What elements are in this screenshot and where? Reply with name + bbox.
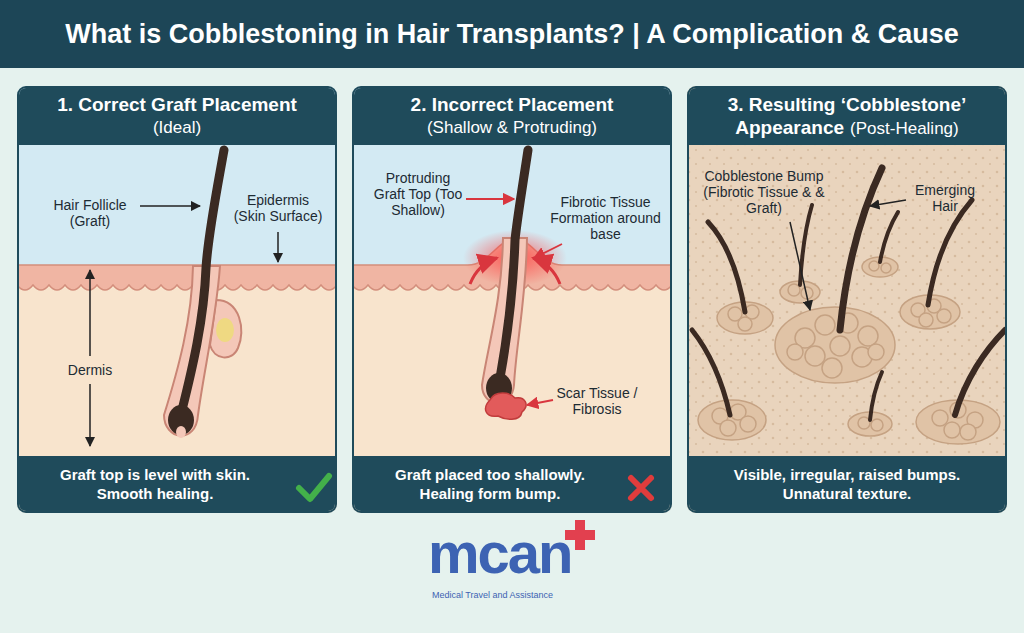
- leader-arrow: [527, 400, 553, 405]
- leader-arrow: [534, 244, 562, 258]
- panel-caption: Graft placed too shallowly. Healing form…: [370, 465, 610, 503]
- leader-arrow: [790, 222, 810, 310]
- logo-text: Medical Travel and Assistance: [432, 590, 602, 601]
- footer-wrap: Graft top is level with skin. Smooth hea…: [35, 465, 319, 503]
- emerging-hair: [870, 372, 882, 420]
- panel-box: 1. Correct Graft Placement(Ideal) Graft t…: [17, 86, 337, 513]
- skin-cross-section: [17, 86, 337, 513]
- cobblestone-bump: [805, 346, 825, 366]
- panel-subtitle: (Post-Healing): [850, 119, 959, 138]
- panel-subtitle: (Ideal): [57, 117, 297, 139]
- emerging-hair: [955, 330, 1005, 415]
- panel-caption: Graft top is level with skin. Smooth hea…: [35, 465, 275, 503]
- sky-area: [352, 86, 672, 513]
- sebaceous-gland: [216, 318, 234, 342]
- dimension-arrow: [89, 384, 91, 446]
- hair-shaft: [182, 150, 224, 410]
- cobblestone-bump: [720, 420, 736, 436]
- cobblestone-bump: [932, 410, 948, 426]
- panel-subtitle: (Shallow & Protruding): [411, 117, 614, 139]
- cobblestone-bump: [937, 309, 951, 323]
- emerging-hair: [708, 222, 745, 312]
- leader-arrow: [870, 200, 906, 206]
- cobblestone-bump: [960, 424, 976, 440]
- leader-arrow: [140, 205, 200, 207]
- panel-footer-band: Graft top is level with skin. Smooth hea…: [19, 456, 335, 511]
- pressure-arrow: [533, 258, 560, 284]
- panel-footer-band: Graft placed too shallowly. Healing form…: [354, 456, 670, 511]
- panel-caption: Visible, irregular, raised bumps. Unnatu…: [702, 465, 992, 503]
- panel-box: 3. Resulting ‘Cobblestone’ Appearance(Po…: [687, 86, 1007, 513]
- footer-wrap: Visible, irregular, raised bumps. Unnatu…: [702, 465, 992, 503]
- skin-texture: [687, 86, 1007, 513]
- part-label: Emerging Hair: [905, 182, 985, 214]
- cobblestone-bump: [698, 400, 766, 440]
- leader-arrow: [466, 198, 514, 200]
- cobblestone-bump: [738, 317, 752, 331]
- emerging-hair: [928, 200, 972, 305]
- cobblestone-bump: [881, 263, 891, 273]
- cobblestone-bump: [822, 358, 842, 378]
- part-label: Protruding Graft Top (Too Shallow): [372, 170, 464, 218]
- title-band: [0, 0, 1024, 68]
- skin-surface: [687, 86, 1007, 513]
- part-label: Fibrotic Tissue Formation around base: [548, 194, 663, 242]
- skin-cross-section: [352, 86, 672, 513]
- panel-heading: 3. Resulting ‘Cobblestone’ Appearance(Po…: [689, 94, 1005, 140]
- part-label: Scar Tissue / Fibrosis: [552, 385, 642, 417]
- leader-arrow: [277, 232, 279, 262]
- panel-heading: 2. Incorrect Placement(Shallow & Protrud…: [403, 94, 622, 139]
- pressure-arrow: [470, 258, 497, 284]
- sky-area: [17, 86, 337, 513]
- cobblestone-bump: [944, 422, 960, 438]
- panel-header-band: 1. Correct Graft Placement(Ideal): [19, 88, 335, 145]
- skin-surface-view: [687, 86, 1007, 513]
- cobblestone-bump: [787, 344, 803, 360]
- panel-title: 1. Correct Graft Placement: [57, 94, 297, 115]
- hair-shaft: [500, 150, 528, 378]
- emerging-hair: [692, 330, 730, 415]
- footer-wrap: Graft placed too shallowly. Healing form…: [370, 465, 654, 503]
- cobblestone-bump: [919, 313, 933, 327]
- panel-heading: 1. Correct Graft Placement(Ideal): [49, 94, 305, 139]
- emerging-hair: [840, 168, 882, 330]
- cobblestone-bump: [871, 419, 883, 431]
- panel-box: 2. Incorrect Placement(Shallow & Protrud…: [352, 86, 672, 513]
- cobblestone-bump: [868, 344, 884, 360]
- emerging-hair: [880, 212, 898, 262]
- emerging-hair: [692, 168, 1005, 420]
- scar-tissue: [486, 393, 526, 419]
- dermal-papilla: [176, 426, 186, 438]
- part-label: Dermis: [55, 362, 125, 378]
- cross-mark: [631, 478, 651, 498]
- cobblestone-bump: [815, 315, 835, 335]
- page-title: What is Cobblestoning in Hair Transplant…: [0, 0, 1024, 68]
- epidermis-layer: [17, 265, 337, 290]
- part-label: Epidermis (Skin Surface): [230, 192, 326, 224]
- panel-header-band: 3. Resulting ‘Cobblestone’ Appearance(Po…: [689, 88, 1005, 145]
- part-label: Hair Follicle (Graft): [40, 197, 140, 229]
- check-mark: [299, 476, 329, 499]
- cobblestone-bump: [740, 416, 756, 432]
- cobblestone-bump: [869, 261, 879, 271]
- panel-title: 2. Incorrect Placement: [411, 94, 614, 115]
- cobblestone-bump: [858, 326, 878, 346]
- cobblestone-bump: [775, 307, 895, 383]
- panel-header-band: 2. Incorrect Placement(Shallow & Protrud…: [354, 88, 670, 145]
- part-label: Cobblestone Bump (Fibrotic Tissue & & Gr…: [694, 168, 834, 216]
- panel-footer-band: Visible, irregular, raised bumps. Unnatu…: [689, 456, 1005, 511]
- cobblestone-bump: [830, 336, 850, 356]
- dimension-arrow: [89, 270, 91, 356]
- logo-text: mcan: [428, 522, 588, 584]
